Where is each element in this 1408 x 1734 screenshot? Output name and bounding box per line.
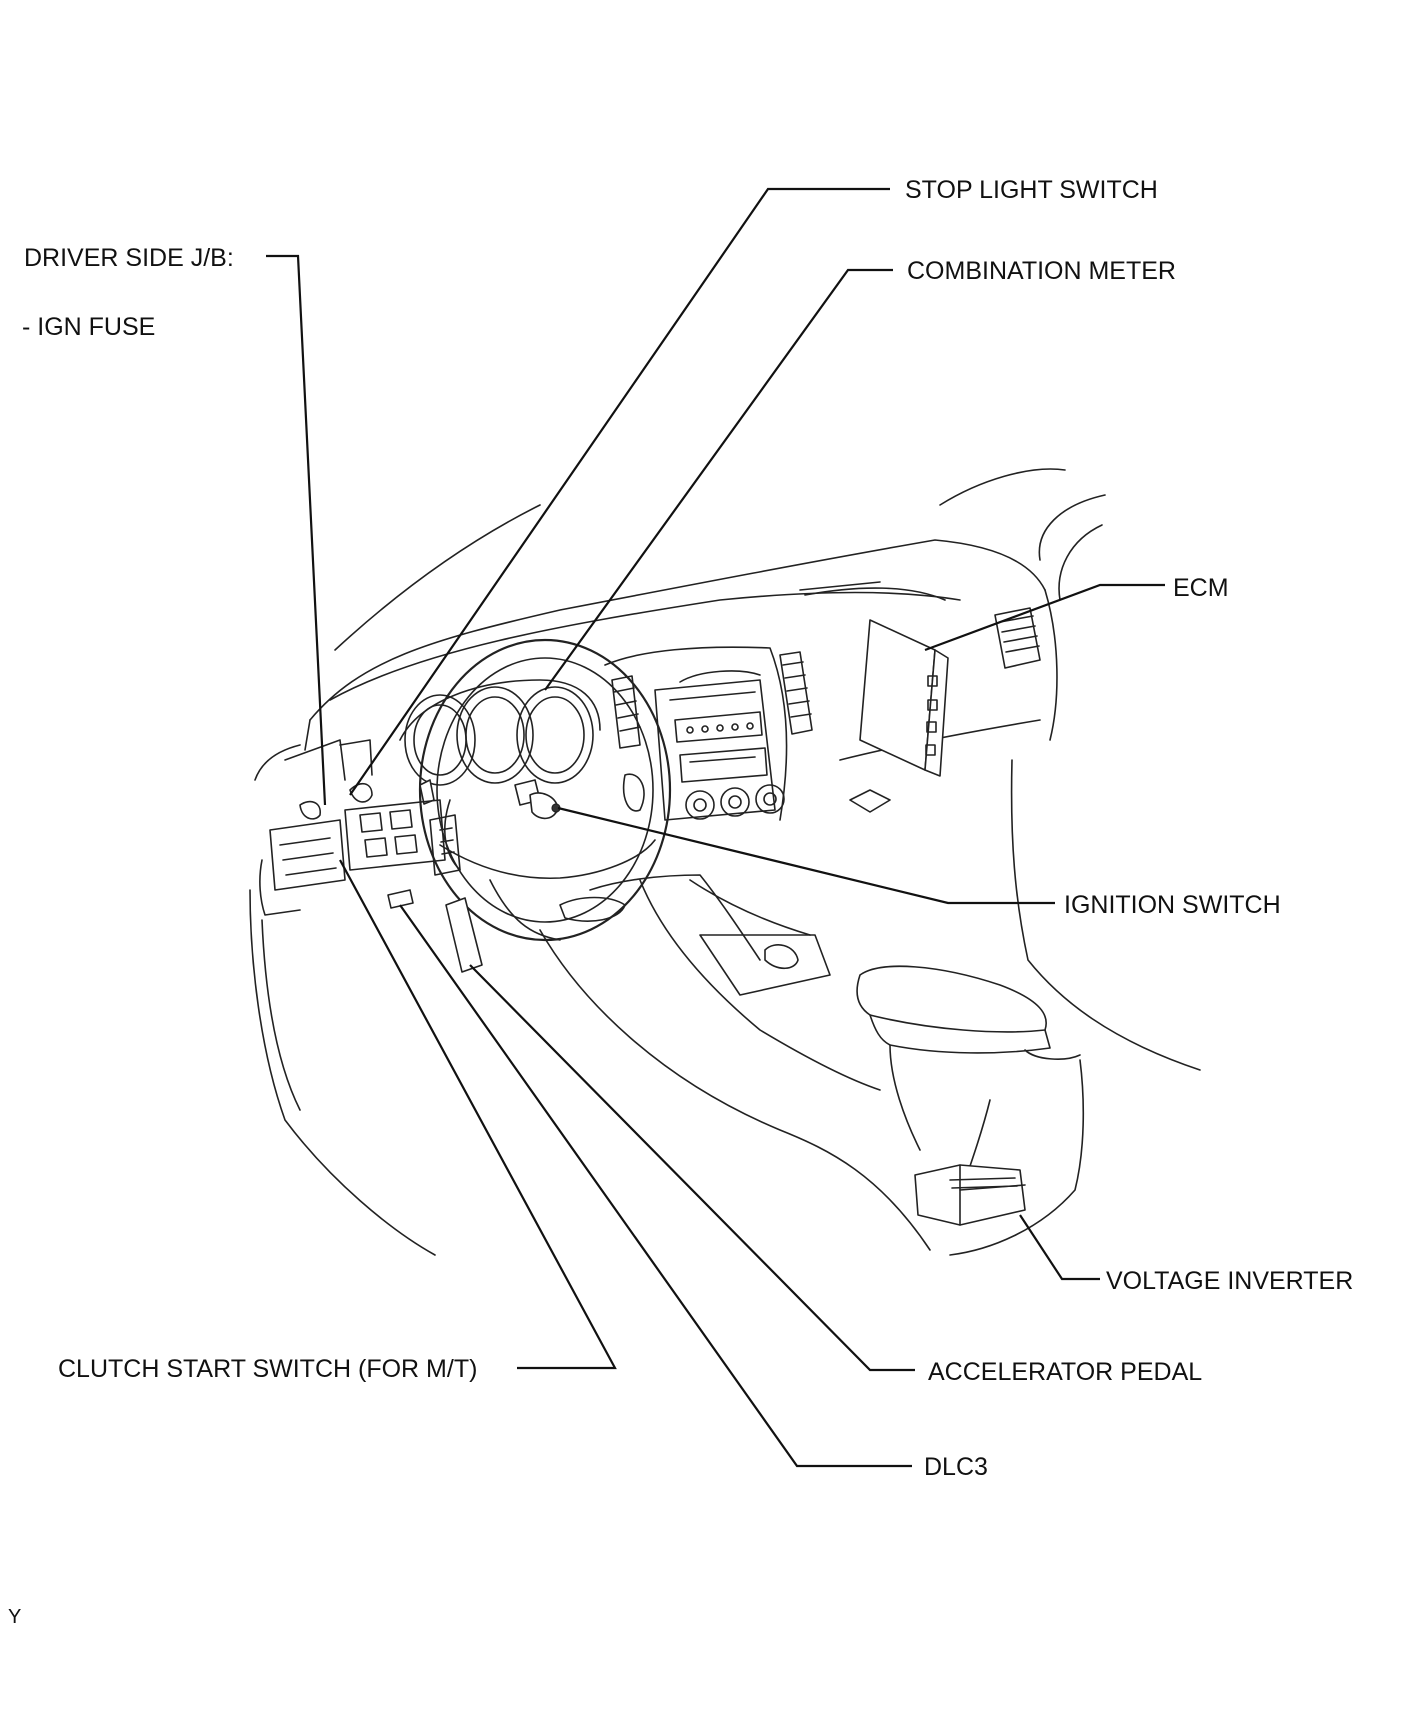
leader-ignition-switch xyxy=(557,806,1055,905)
label-ecm: ECM xyxy=(1173,574,1229,602)
label-combination-meter: COMBINATION METER xyxy=(907,257,1176,285)
leader-lines xyxy=(266,187,1165,1468)
leader-combination-meter xyxy=(544,268,893,691)
component-labels: STOP LIGHT SWITCH DRIVER SIDE J/B: - IGN… xyxy=(8,176,1353,1628)
label-dlc3: DLC3 xyxy=(924,1453,988,1481)
leader-ecm xyxy=(924,583,1165,652)
label-ignition-switch: IGNITION SWITCH xyxy=(1064,891,1281,919)
label-driver-side-jb: DRIVER SIDE J/B: xyxy=(24,244,234,272)
label-stop-light-switch: STOP LIGHT SWITCH xyxy=(905,176,1158,204)
leader-driver-side-jb xyxy=(266,254,327,806)
label-ign-fuse: - IGN FUSE xyxy=(22,313,155,341)
leader-clutch-start-switch xyxy=(339,859,617,1370)
label-accelerator-pedal: ACCELERATOR PEDAL xyxy=(928,1358,1202,1386)
leader-dlc3 xyxy=(399,904,912,1468)
label-clutch-start-switch: CLUTCH START SWITCH (FOR M/T) xyxy=(58,1355,477,1383)
leader-accelerator-pedal xyxy=(469,964,915,1372)
leader-stop-light-switch xyxy=(349,187,890,796)
leader-voltage-inverter xyxy=(1019,1214,1100,1281)
corner-mark: Y xyxy=(8,1606,21,1628)
dashboard-illustration xyxy=(249,468,1201,1256)
label-voltage-inverter: VOLTAGE INVERTER xyxy=(1106,1267,1353,1295)
